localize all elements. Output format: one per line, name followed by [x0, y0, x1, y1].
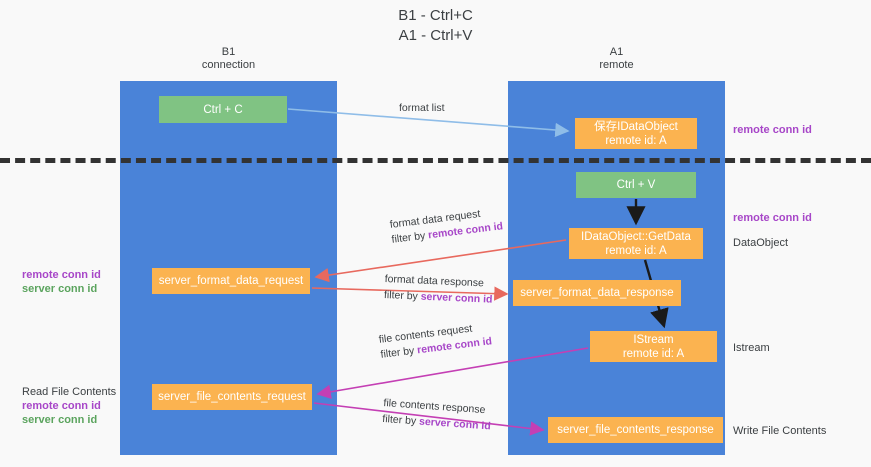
- annotation-istream: Istream: [733, 342, 770, 354]
- node-server-format-data-response-label: server_format_data_response: [520, 287, 674, 299]
- node-save-idataobject-line2: remote id: A: [605, 134, 667, 147]
- node-idataobject-getdata-line1: IDataObject::GetData: [581, 230, 691, 243]
- lane-header-b1-sub: connection: [201, 59, 256, 71]
- lane-header-b1-name: B1: [221, 46, 236, 58]
- annotation-remote-conn-id-left-upper: remote conn id: [22, 269, 101, 281]
- node-ctrl-v-line1: Ctrl + V: [616, 179, 656, 191]
- node-server-format-data-response[interactable]: server_format_data_response: [513, 280, 681, 306]
- connector-format-data-response: [311, 286, 509, 301]
- annotation-remote-conn-id-top: remote conn id: [733, 124, 812, 136]
- lane-header-b1: B1 connection: [120, 46, 337, 72]
- filter-keyword-server-conn-id: server conn id: [420, 290, 493, 306]
- filter-prefix: filter by: [383, 288, 421, 303]
- node-server-format-data-request-label: server_format_data_request: [158, 275, 304, 287]
- lane-header-a1: A1 remote: [508, 46, 725, 72]
- node-server-file-contents-request[interactable]: server_file_contents_request: [152, 384, 312, 410]
- node-idataobject-getdata-line2: remote id: A: [605, 244, 667, 257]
- node-server-file-contents-response[interactable]: server_file_contents_response: [548, 417, 723, 443]
- annotation-remote-conn-id-mid: remote conn id: [733, 212, 812, 224]
- annotation-group-conn-ids-upper: remote conn id server conn id: [22, 268, 101, 296]
- node-ctrl-v[interactable]: Ctrl + V: [576, 172, 696, 198]
- node-server-file-contents-response-label: server_file_contents_response: [557, 424, 714, 436]
- node-istream[interactable]: IStream remote id: A: [590, 331, 717, 362]
- annotation-server-conn-id-left-upper: server conn id: [22, 283, 98, 295]
- connector-format-data-request: [314, 239, 567, 283]
- annotation-server-conn-id-left-lower: server conn id: [22, 414, 98, 426]
- title-line-1: B1 - Ctrl+C: [398, 7, 473, 24]
- node-server-file-contents-request-label: server_file_contents_request: [158, 391, 306, 403]
- page-title: B1 - Ctrl+C A1 - Ctrl+V: [0, 6, 871, 46]
- node-ctrl-c-line1: Ctrl + C: [203, 103, 243, 116]
- node-server-format-data-request[interactable]: server_format_data_request: [152, 268, 310, 294]
- phase-divider: [0, 158, 871, 163]
- node-save-idataobject[interactable]: 保存IDataObject remote id: A: [575, 118, 697, 149]
- node-istream-line2: remote id: A: [622, 347, 685, 360]
- annotation-read-file-contents: Read File Contents: [22, 386, 117, 398]
- lane-header-a1-sub: remote: [599, 59, 634, 71]
- connector-format-list: [287, 108, 570, 138]
- edge-label-format-data-response: format data response filter by server co…: [384, 272, 494, 307]
- annotation-write-file-contents: Write File Contents: [733, 425, 827, 437]
- lane-header-a1-name: A1: [609, 46, 624, 58]
- title-line-2: A1 - Ctrl+V: [398, 27, 473, 44]
- node-istream-line1: IStream: [633, 333, 674, 346]
- node-save-idataobject-line1: 保存IDataObject: [594, 120, 678, 133]
- node-idataobject-getdata[interactable]: IDataObject::GetData remote id: A: [569, 228, 703, 259]
- node-ctrl-c[interactable]: Ctrl + C: [159, 96, 287, 123]
- edge-label-format-list-text: format list: [399, 102, 445, 114]
- annotation-dataobject: DataObject: [733, 237, 789, 249]
- filter-prefix: filter by: [381, 412, 420, 428]
- annotation-group-read-file-contents: Read File Contents remote conn id server…: [22, 385, 116, 427]
- connector-file-contents-response: [313, 402, 545, 436]
- edge-label-format-list: format list: [399, 101, 445, 115]
- connector-file-contents-request: [316, 347, 589, 399]
- annotation-remote-conn-id-left-lower: remote conn id: [22, 400, 101, 412]
